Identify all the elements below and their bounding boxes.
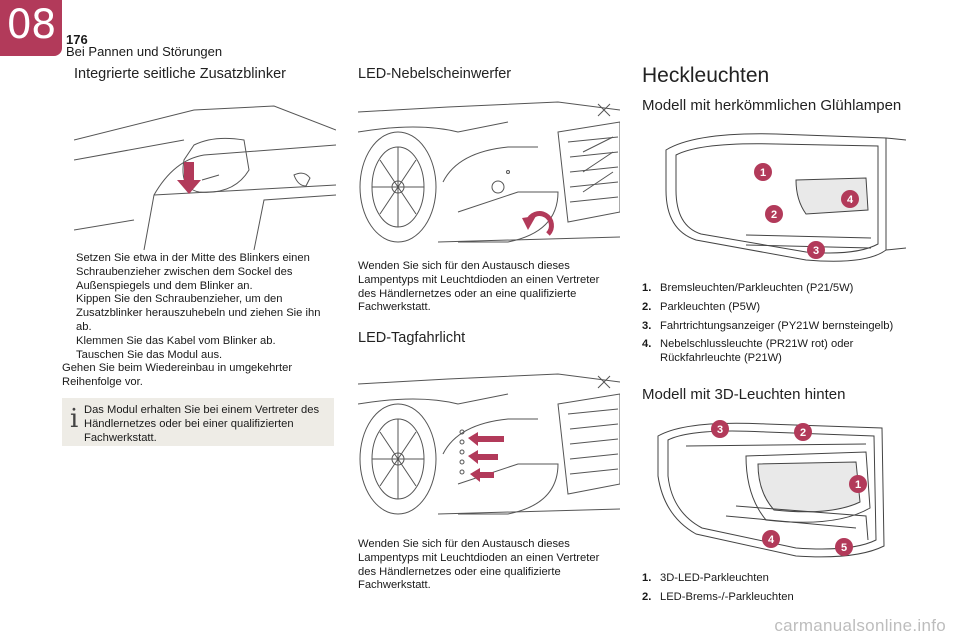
fog-light-text: Wenden Sie sich für den Austausch dieses… xyxy=(358,260,600,314)
model2-list: 1.3D-LED-Parkleuchten 2.LED-Brems-/-Park… xyxy=(642,572,904,610)
reassembly-note: Gehen Sie beim Wiedereinbau in umgekehrt… xyxy=(62,362,293,389)
drl-text: Wenden Sie sich für den Austausch dieses… xyxy=(358,538,600,592)
callout-label: 2 xyxy=(800,427,806,439)
callout-label: 5 xyxy=(841,542,847,554)
model1-list: 1.Bremsleuchten/Parkleuchten (P21/5W) 2.… xyxy=(642,282,904,371)
step-item: Tauschen Sie das Modul aus. xyxy=(76,348,223,361)
chapter-tab xyxy=(0,0,62,56)
list-item: 1.Bremsleuchten/Parkleuchten (P21/5W) xyxy=(642,282,854,294)
callout-label: 2 xyxy=(771,209,777,221)
chapter-number: 08 xyxy=(6,2,57,48)
model2-heading: Modell mit 3D-Leuchten hinten xyxy=(642,386,846,403)
info-icon: i xyxy=(70,404,79,434)
list-item: 4.Nebelschlussleuchte (PR21W rot) oder R… xyxy=(642,338,854,365)
callout-label: 1 xyxy=(855,479,861,491)
front-fog-light-illustration xyxy=(358,101,620,243)
step-item: Klemmen Sie das Kabel vom Blinker ab. xyxy=(76,334,276,347)
tail-lights-heading: Heckleuchten xyxy=(642,64,770,87)
front-drl-illustration xyxy=(358,373,620,515)
info-text: Das Modul erhalten Sie bei einem Vertret… xyxy=(84,404,320,444)
page-number: 176 xyxy=(66,32,88,47)
watermark: carmanualsonline.info xyxy=(774,616,946,635)
side-indicator-heading: Integrierte seitliche Zusatzblinker xyxy=(74,66,286,82)
callout-label: 3 xyxy=(717,424,723,436)
side-mirror-illustration xyxy=(74,105,336,250)
section-title: Bei Pannen und Störungen xyxy=(66,44,223,59)
list-item: 2.Parkleuchten (P5W) xyxy=(642,300,761,313)
callout-label: 3 xyxy=(813,245,819,257)
callout-label: 4 xyxy=(847,194,854,206)
list-item: 1.3D-LED-Parkleuchten xyxy=(642,572,769,584)
tail-light-3d-illustration: 3 2 1 4 5 xyxy=(657,420,885,558)
list-item: 3.Fahrtrichtungsanzeiger (PY21W bernstei… xyxy=(642,319,894,332)
callout-label: 4 xyxy=(768,534,775,546)
drl-heading: LED-Tagfahrlicht xyxy=(358,330,466,346)
callout-label: 1 xyxy=(760,167,766,179)
step-item: Kippen Sie den Schraubenzieher, um den Z… xyxy=(76,293,321,333)
replacement-steps: Setzen Sie etwa in der Mitte des Blinker… xyxy=(62,252,338,390)
step-item: Setzen Sie etwa in der Mitte des Blinker… xyxy=(76,252,310,292)
list-item: 2.LED-Brems-/-Parkleuchten xyxy=(642,590,794,603)
fog-light-heading: LED-Nebelscheinwerfer xyxy=(358,66,512,82)
model1-heading: Modell mit herkömmlichen Glühlampen xyxy=(642,97,902,114)
tail-light-bulb-illustration: 1 4 2 3 xyxy=(665,133,906,262)
info-box: i Das Modul erhalten Sie bei einem Vertr… xyxy=(62,398,334,446)
